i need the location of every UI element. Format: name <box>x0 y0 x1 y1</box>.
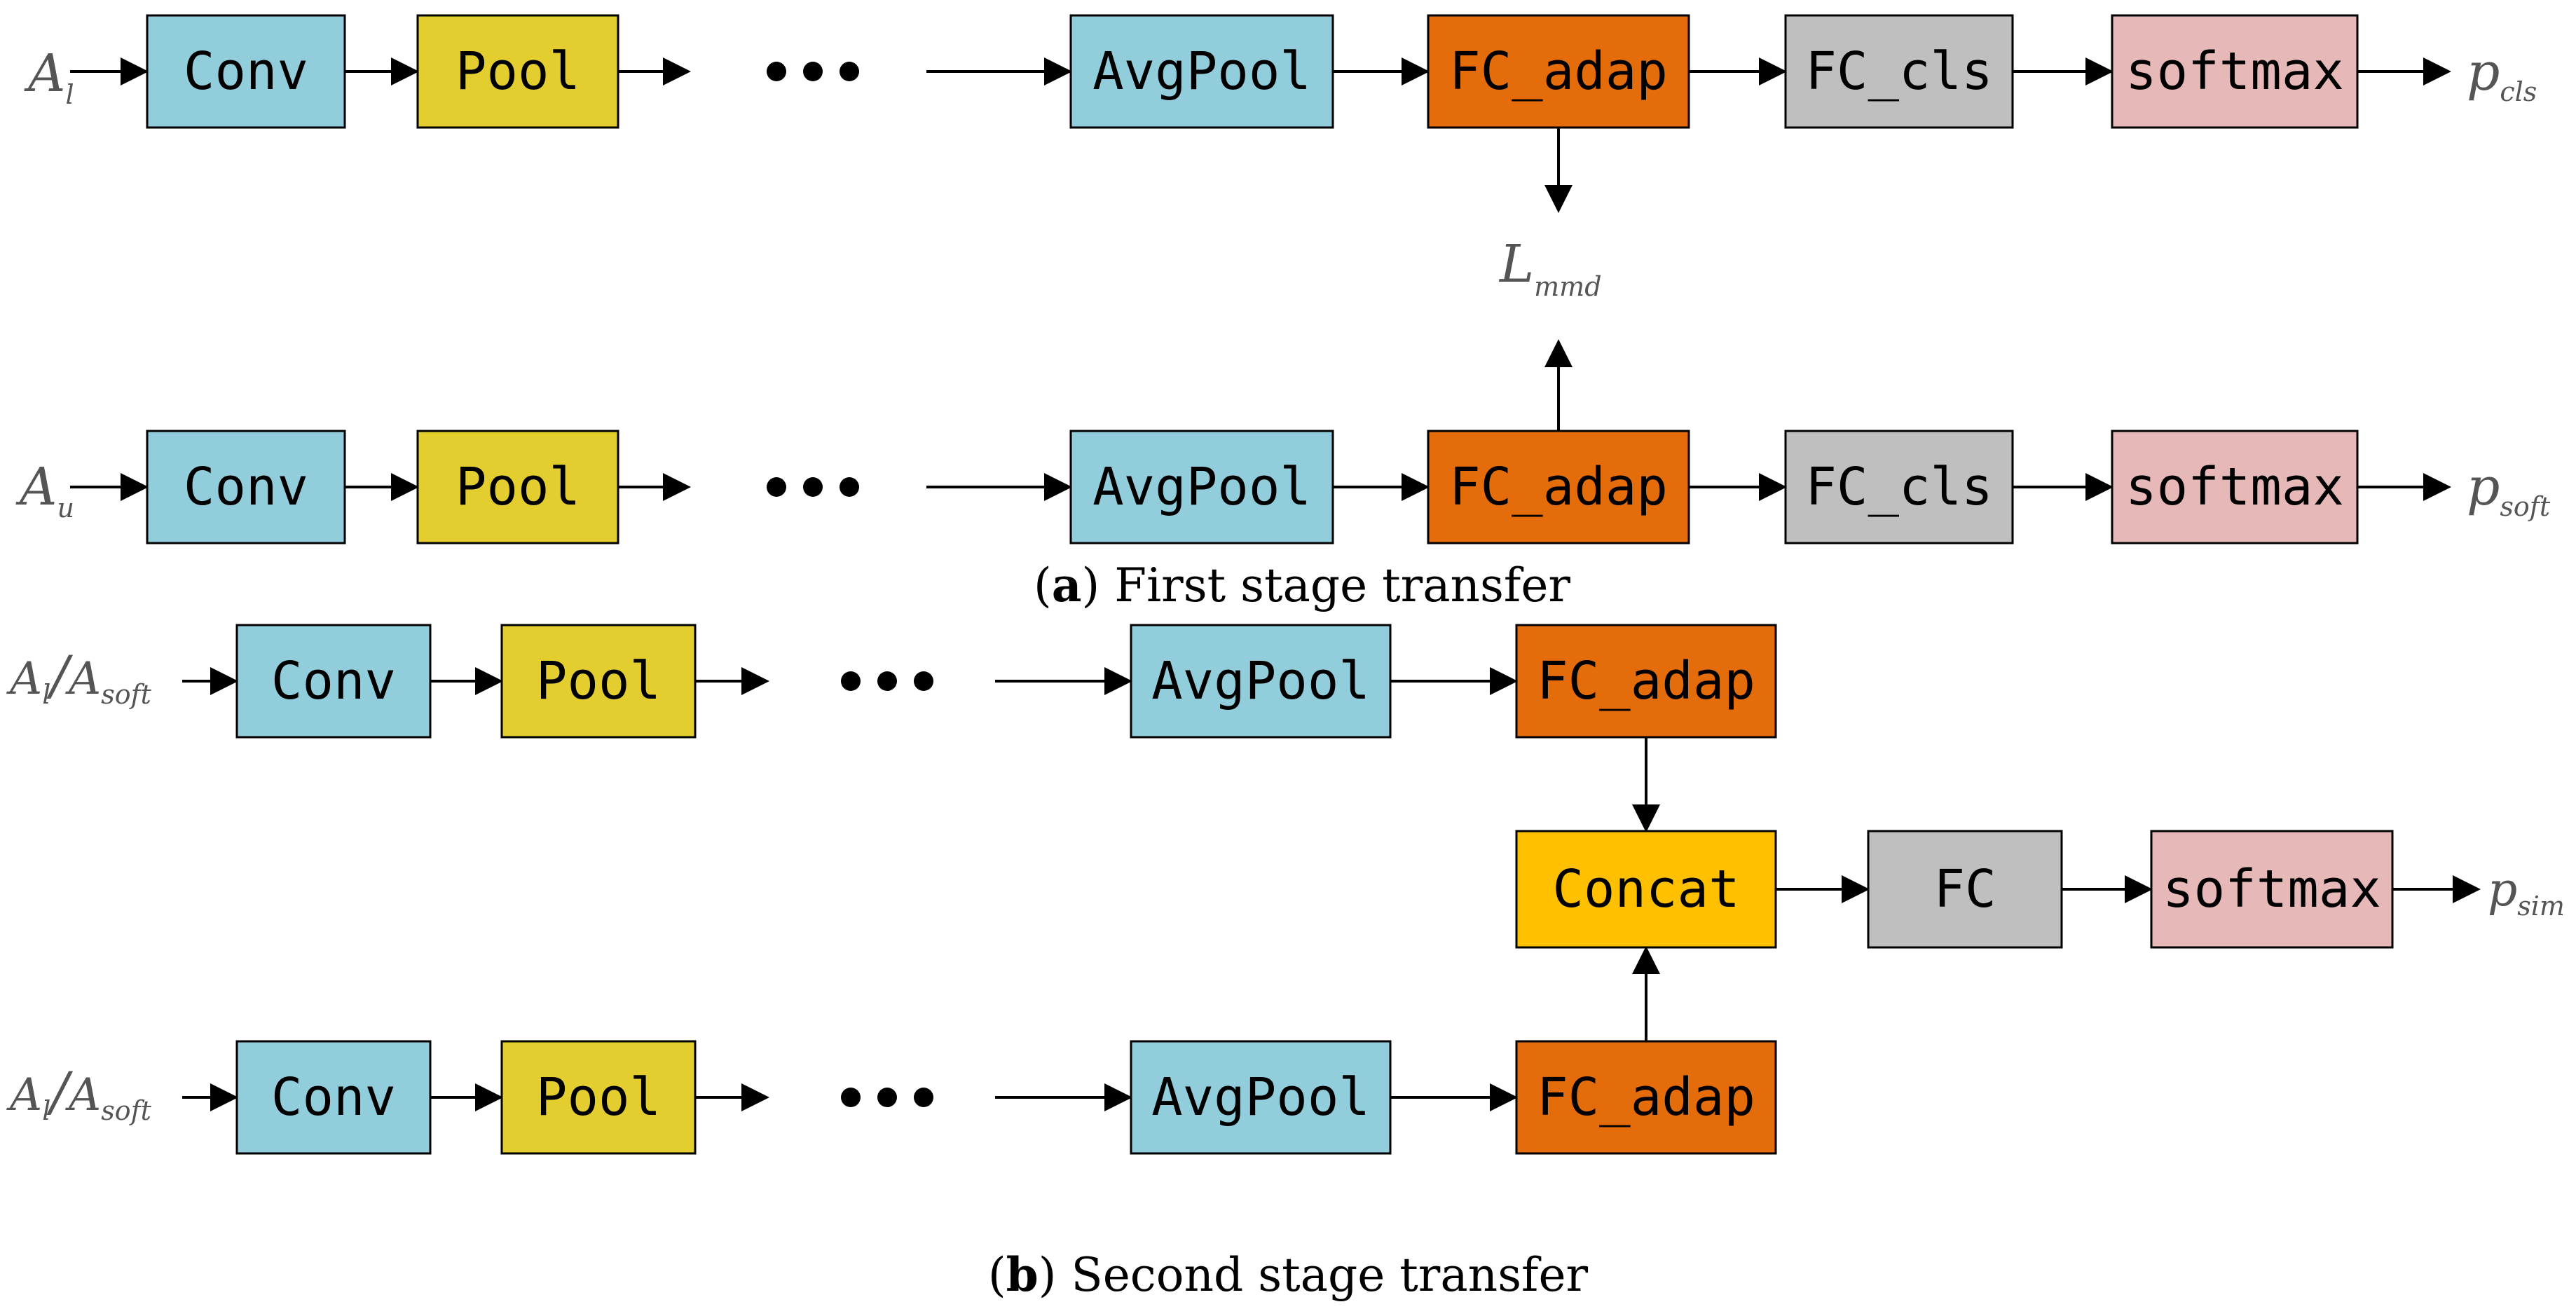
input-a-var: A <box>65 1069 101 1121</box>
input-a-var: A <box>15 457 57 517</box>
input-soft-subscript: soft <box>101 679 151 710</box>
caption-b: (b) Second stage transfer <box>988 1247 1589 1302</box>
svg-text:Al/Asoft: Al/Asoft <box>6 1060 152 1126</box>
pool-label: Pool <box>536 651 661 711</box>
ellipsis-dots <box>767 62 859 81</box>
avgpool-label: AvgPool <box>1092 41 1311 102</box>
softmax-label: softmax <box>2163 859 2381 919</box>
softmax-label: softmax <box>2125 457 2344 517</box>
conv-block <box>235 624 432 739</box>
svg-text:psim: psim <box>2488 863 2565 921</box>
slash: / <box>46 1060 73 1123</box>
pool-block <box>500 624 697 739</box>
softmax-block <box>2150 830 2394 949</box>
caption-a-label: a <box>1052 558 1082 612</box>
softmax-block <box>2111 430 2359 544</box>
caption-b-label: b <box>1006 1247 1039 1302</box>
lmmd-subscript: mmd <box>1534 271 1601 302</box>
input-l-subscript: l <box>42 1095 50 1126</box>
ellipsis-dots <box>767 477 859 497</box>
stage1-row2: Au Conv Pool AvgPool FC_adap FC_cls soft… <box>15 339 2551 544</box>
svg-text:Al: Al <box>24 43 74 110</box>
pool-label: Pool <box>455 457 580 517</box>
ellipsis-dots <box>841 1088 933 1107</box>
fc-adap-label: FC_adap <box>1537 1067 1755 1127</box>
caption-b-text: Second stage transfer <box>1057 1248 1589 1302</box>
softmax-block <box>2111 14 2359 129</box>
avgpool-label: AvgPool <box>1092 457 1311 517</box>
fc-block <box>1867 830 2063 949</box>
input-l-subscript: l <box>42 679 50 710</box>
pool-block <box>416 14 619 129</box>
svg-text:psoft: psoft <box>2467 457 2551 522</box>
avgpool-block <box>1069 14 1334 129</box>
fc-adap-block <box>1427 430 1690 544</box>
fc-cls-block <box>1784 14 2014 129</box>
svg-text:Au: Au <box>15 457 74 523</box>
output-cls-subscript: cls <box>2500 76 2537 107</box>
input-l-subscript: l <box>65 79 74 110</box>
avgpool-label: AvgPool <box>1151 1067 1370 1127</box>
output-p-var: p <box>2467 42 2500 102</box>
output-soft-subscript: soft <box>2500 491 2550 522</box>
conv-block <box>235 1040 432 1155</box>
caption-a-text: First stage transfer <box>1099 558 1570 612</box>
stage2-row1: Al/Asoft Conv Pool AvgPool FC_adap <box>6 624 1777 832</box>
svg-text:Lmmd: Lmmd <box>1498 234 1602 302</box>
ellipsis-dots <box>841 671 933 691</box>
fc-adap-label: FC_adap <box>1449 457 1668 517</box>
stage1-row1: Al Conv Pool AvgPool FC_adap FC_cls soft… <box>24 14 2537 213</box>
concat-block <box>1515 830 1777 949</box>
fc-adap-label: FC_adap <box>1537 651 1755 711</box>
output-sim-subscript: sim <box>2517 891 2565 921</box>
conv-label: Conv <box>184 41 308 102</box>
output-p-var: p <box>2488 863 2517 917</box>
output-p-var: p <box>2467 457 2500 517</box>
input-a-var: A <box>65 653 101 705</box>
lmmd-l-var: L <box>1498 234 1534 294</box>
fc-cls-label: FC_cls <box>1805 41 1992 102</box>
pool-block <box>500 1040 697 1155</box>
softmax-label: softmax <box>2125 41 2344 102</box>
input-a-var: A <box>6 653 42 705</box>
fc-adap-block <box>1515 1040 1777 1155</box>
fc-adap-block <box>1427 14 1690 129</box>
slash: / <box>46 644 73 706</box>
fc-adap-label: FC_adap <box>1449 41 1668 102</box>
caption-a: (a) First stage transfer <box>1034 558 1570 612</box>
avgpool-block <box>1130 624 1392 739</box>
input-a-var: A <box>6 1069 42 1121</box>
concat-label: Concat <box>1552 859 1739 919</box>
pool-label: Pool <box>455 41 580 102</box>
svg-text:pcls: pcls <box>2467 42 2537 107</box>
stage2-row2: Al/Asoft Conv Pool AvgPool FC_adap <box>6 946 1777 1155</box>
conv-label: Conv <box>271 1067 396 1127</box>
fusion-row: Concat FC softmax psim <box>1515 830 2565 949</box>
conv-label: Conv <box>184 457 308 517</box>
fc-cls-label: FC_cls <box>1805 457 1992 517</box>
avgpool-block <box>1069 430 1334 544</box>
fc-cls-block <box>1784 430 2014 544</box>
input-u-subscript: u <box>57 493 74 523</box>
input-soft-subscript: soft <box>101 1095 151 1126</box>
avgpool-label: AvgPool <box>1151 651 1370 711</box>
svg-text:Al/Asoft: Al/Asoft <box>6 644 152 710</box>
input-a-var: A <box>24 43 65 104</box>
conv-label: Conv <box>271 651 396 711</box>
conv-block <box>146 430 346 544</box>
fc-adap-block <box>1515 624 1777 739</box>
pool-label: Pool <box>536 1067 661 1127</box>
fc-label: FC <box>1933 859 1996 919</box>
